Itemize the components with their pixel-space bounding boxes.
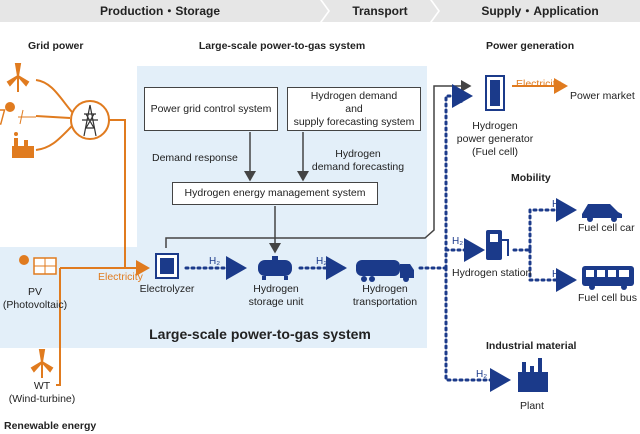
power-grid-control-box: Power grid control system: [144, 87, 278, 131]
hydrogen-flows: [184, 84, 577, 392]
system-title-bottom: Large-scale power-to-gas system: [149, 326, 371, 342]
wt-label: WT (Wind-turbine): [8, 380, 76, 405]
electrolyzer-icon: [155, 253, 179, 279]
fuel-cell-bus-icon: [582, 266, 634, 290]
power-market-label: Power market: [570, 90, 635, 102]
system-title-top: Large-scale power-to-gas system: [198, 40, 366, 52]
h2-label-bus: H₂: [552, 269, 564, 280]
mobility-label: Mobility: [511, 172, 551, 184]
header-transport: Transport: [352, 4, 408, 18]
electrolyzer-label: Electrolyzer: [139, 283, 195, 295]
hydrogen-station-label: Hydrogen station: [452, 267, 532, 279]
grid-power-label: Grid power: [28, 40, 84, 52]
h2-label-generator: H₂: [452, 94, 464, 105]
fuel-cell-car-icon: [582, 204, 622, 222]
tanker-truck-icon: [356, 260, 414, 282]
transportation-label: Hydrogen transportation: [352, 283, 418, 308]
industrial-plant-icon: [518, 358, 548, 392]
h2-label-2: H₂: [316, 256, 328, 267]
h2-label-station: H₂: [452, 236, 464, 247]
renewable-energy-label: Renewable energy: [4, 420, 97, 432]
h2-label-plant: H₂: [476, 369, 488, 380]
demand-forecasting-label: Hydrogen demand forecasting: [311, 148, 405, 173]
electricity-label-left: Electricity: [98, 271, 143, 283]
industrial-material-label: Industrial material: [486, 340, 577, 352]
fuel-cell-car-label: Fuel cell car: [578, 222, 635, 234]
pv-label: PV (Photovoltaic): [2, 286, 68, 311]
transmission-tower-icon: [82, 104, 98, 137]
header-production-storage: Production・Storage: [99, 4, 220, 18]
grid-power-lines: [35, 78, 568, 386]
plant-label: Plant: [520, 400, 544, 412]
control-arrows: [165, 80, 472, 254]
wt-turbine-icon: [30, 349, 54, 378]
hydrogen-forecasting-box: Hydrogen demand and supply forecasting s…: [287, 87, 421, 131]
pv-panel-icon: [19, 255, 57, 275]
fuel-cell-generator-icon: [485, 75, 505, 111]
header-supply-application: Supply・Application: [481, 4, 599, 18]
wind-turbine-icon: [6, 63, 30, 92]
renewable-panel: [0, 247, 427, 348]
generator-label: Hydrogen power generator (Fuel cell): [456, 120, 534, 158]
header-bar: [0, 0, 640, 22]
fuel-cell-bus-label: Fuel cell bus: [578, 292, 637, 304]
demand-response-label: Demand response: [152, 152, 238, 164]
electricity-label-right: Electricity: [516, 78, 561, 90]
energy-management-box: Hydrogen energy management system: [172, 182, 378, 205]
power-plant-icon: [12, 132, 34, 158]
hydrogen-station-icon: [486, 230, 509, 260]
power-generation-label: Power generation: [486, 40, 575, 52]
storage-unit-label: Hydrogen storage unit: [248, 283, 304, 308]
solar-panel-icon: [0, 102, 36, 125]
storage-tank-icon: [258, 256, 292, 280]
h2-label-car: H₂: [552, 199, 564, 210]
h2-label-1: H₂: [209, 256, 221, 267]
